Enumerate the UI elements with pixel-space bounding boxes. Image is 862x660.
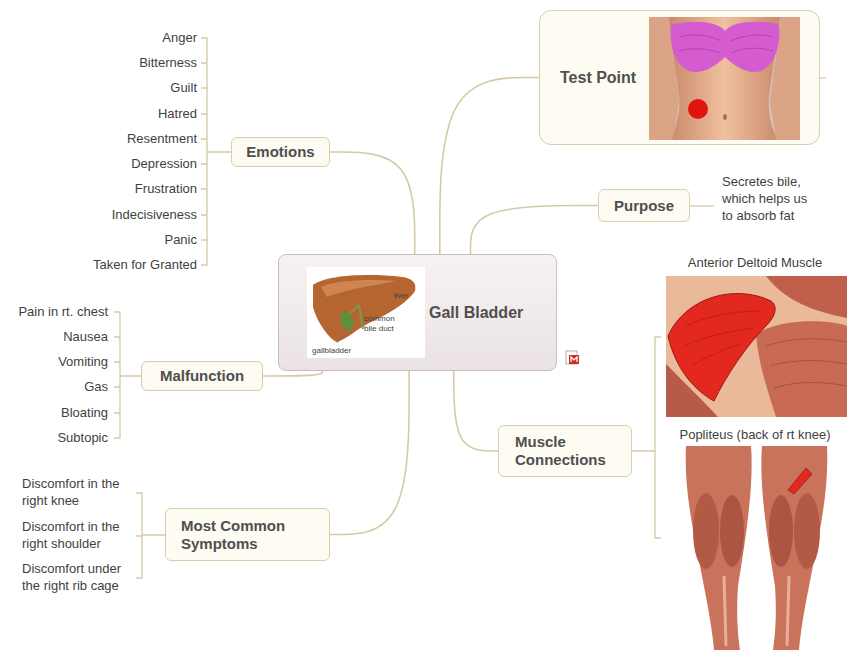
legs-illustration — [666, 446, 847, 650]
list-item: Resentment — [67, 131, 197, 148]
label-box: Panic — [67, 232, 197, 249]
topic-title: Muscle Connections — [515, 433, 619, 469]
topic-box: Muscle Connections — [498, 425, 632, 477]
topic-box: Purpose — [598, 189, 690, 222]
branch-curve — [454, 371, 498, 451]
list-item: Bloating — [2, 405, 108, 422]
label-box: Secretes bile, which helps us to absorb … — [722, 174, 814, 225]
label-box: Pain in rt. chest — [2, 304, 108, 321]
label-box: Bloating — [2, 405, 108, 422]
list-item: Popliteus (back of rt knee) — [660, 427, 850, 444]
list-item: Depression — [67, 156, 197, 173]
branch-curve — [330, 152, 415, 254]
list-item: Panic — [67, 232, 197, 249]
list-item: Frustration — [67, 181, 197, 198]
branch-curve — [471, 206, 598, 255]
list-item: Hatred — [67, 106, 197, 123]
label-box: Bitterness — [67, 55, 197, 72]
label-box: Nausea — [2, 329, 108, 346]
label-box: Vomiting — [2, 354, 108, 371]
list-item: Nausea — [2, 329, 108, 346]
map-icon — [566, 351, 579, 364]
topic-box: Malfunction — [141, 361, 263, 391]
label-box: Indecisiveness — [67, 207, 197, 224]
liver-illustration — [307, 267, 425, 358]
label-box: Anterior Deltoid Muscle — [660, 255, 850, 272]
list-item: Taken for Granted — [67, 257, 197, 274]
label-box: gallbladder — [312, 346, 362, 356]
topic-title: Malfunction — [160, 367, 244, 385]
label-box: Hatred — [67, 106, 197, 123]
topic-box: Most Common Symptoms — [165, 508, 330, 561]
label-box: Anger — [67, 30, 197, 47]
label-box: Taken for Granted — [67, 257, 197, 274]
list-item: Secretes bile, which helps us to absorb … — [722, 174, 814, 225]
list-item: Vomiting — [2, 354, 108, 371]
branch-curve — [263, 371, 323, 376]
label-box: Frustration — [67, 181, 197, 198]
label-box: Resentment — [67, 131, 197, 148]
list-item: Discomfort under the right rib cage — [22, 561, 140, 595]
list-item: Discomfort in the right knee — [22, 476, 140, 510]
label-box: Discomfort under the right rib cage — [22, 561, 140, 595]
part-label: common bile duct — [364, 314, 404, 335]
label-box: Gas — [2, 379, 108, 396]
label-box: Depression — [67, 156, 197, 173]
label-box: Guilt — [67, 80, 197, 97]
list-item: Gas — [2, 379, 108, 396]
list-item: Anger — [67, 30, 197, 47]
topic-box: Emotions — [231, 137, 330, 167]
topic-box: Test Point — [539, 10, 820, 145]
label-box: common bile duct — [364, 314, 404, 335]
branch-curve — [330, 371, 409, 535]
topic-title: Most Common Symptoms — [181, 517, 317, 553]
list-item: Anterior Deltoid Muscle — [660, 255, 850, 272]
list-item: Guilt — [67, 80, 197, 97]
label-box: Subtopic — [2, 430, 108, 447]
list-item: Pain in rt. chest — [2, 304, 108, 321]
topic-title: Test Point — [560, 68, 636, 87]
torso-illustration — [649, 17, 800, 140]
topic-title: Purpose — [614, 197, 674, 215]
label-box: Discomfort in the right knee — [22, 476, 140, 510]
list-item: Subtopic — [2, 430, 108, 447]
topic-title: Emotions — [246, 143, 314, 161]
label-box: liver — [394, 291, 424, 301]
deltoid-illustration — [666, 276, 847, 417]
part-label: gallbladder — [312, 346, 362, 356]
label-box: Discomfort in the right shoulder — [22, 519, 140, 553]
label-box: Popliteus (back of rt knee) — [660, 427, 850, 444]
part-label: liver — [394, 291, 424, 301]
list-item: Indecisiveness — [67, 207, 197, 224]
branch-curve — [440, 78, 539, 255]
list-item: Discomfort in the right shoulder — [22, 519, 140, 553]
topic-title: Gall Bladder — [429, 303, 523, 322]
list-item: Bitterness — [67, 55, 197, 72]
